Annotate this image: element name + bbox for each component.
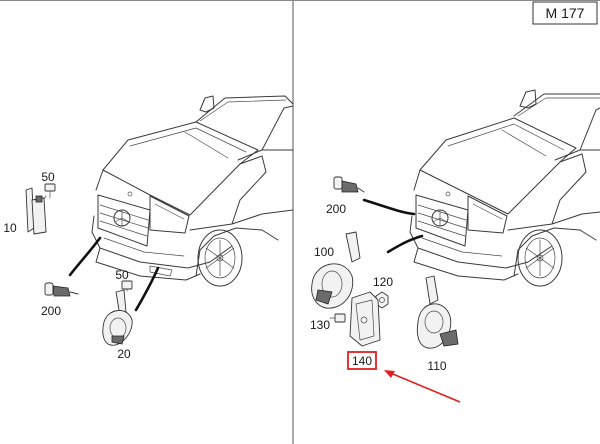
label-130: 130 — [310, 318, 330, 332]
label-100: 100 — [314, 245, 334, 259]
label-140: 140 — [352, 354, 372, 368]
left-part-200-sensor — [44, 282, 79, 297]
left-car-illustration — [91, 95, 294, 287]
highlight-arrowhead — [384, 370, 395, 378]
right-labels: 200 100 120 130 110 — [310, 202, 447, 373]
left-part-50-screw — [44, 183, 56, 199]
right-part-120-nut — [375, 291, 389, 309]
right-car-illustration — [409, 89, 600, 287]
right-part-200-sensor — [333, 176, 365, 193]
label-50-bottom: 50 — [115, 268, 129, 282]
label-110: 110 — [427, 359, 446, 373]
label-200-right: 200 — [326, 202, 346, 216]
label-120: 120 — [373, 275, 393, 289]
left-part-50b-screw — [121, 280, 133, 290]
label-20: 20 — [117, 347, 131, 361]
sheet-code-box: M 177 — [532, 1, 598, 25]
label-50-top: 50 — [41, 170, 55, 184]
right-part-100-horn — [311, 231, 361, 309]
highlight-box — [347, 351, 377, 370]
left-labels: 50 10 200 50 20 — [3, 170, 131, 361]
label-10: 10 — [3, 221, 17, 235]
label-200-left: 200 — [41, 304, 61, 318]
highlight-arrow — [387, 371, 461, 403]
right-part-140-bracket — [349, 291, 381, 347]
left-part-20-horn — [102, 289, 133, 346]
left-part-10-sensor — [25, 187, 47, 235]
sheet-code: M 177 — [546, 5, 585, 21]
right-part-110-horn — [416, 275, 459, 349]
right-part-130-bolt — [329, 313, 346, 323]
right-leader-lines — [362, 198, 424, 254]
highlight-140-callout: 140 — [347, 351, 461, 403]
